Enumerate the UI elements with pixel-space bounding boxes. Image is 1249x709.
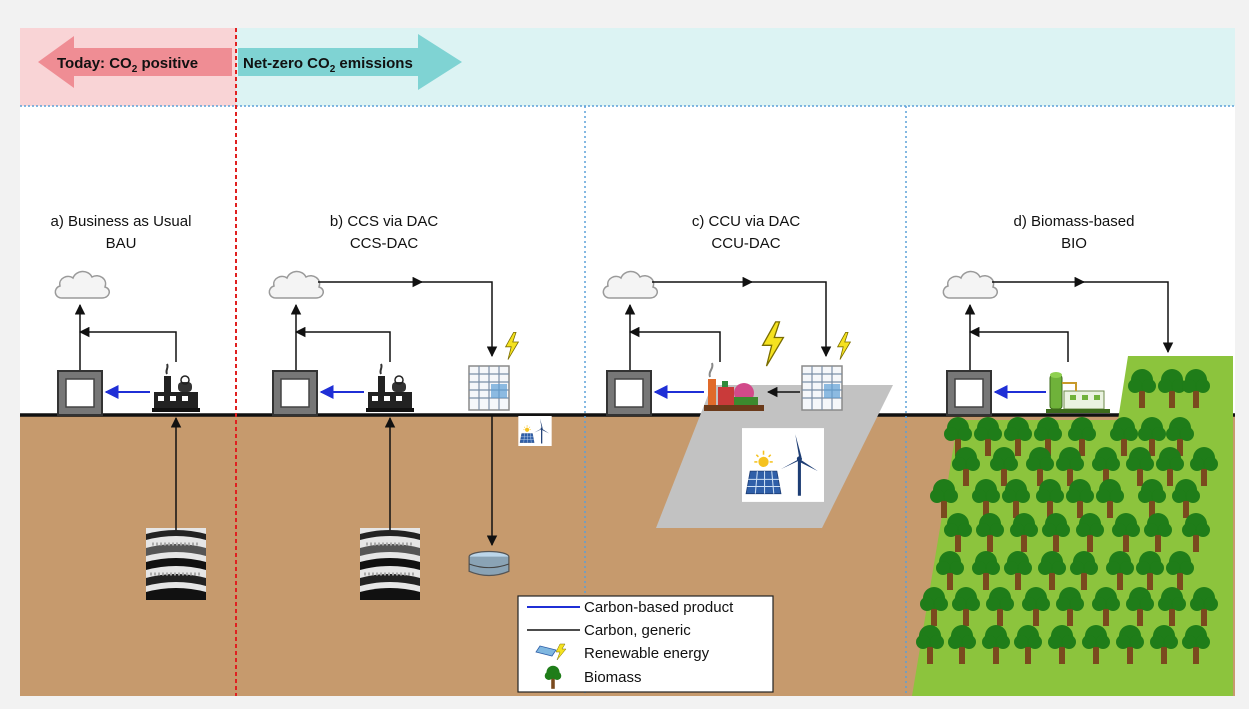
legend-item-carbon: Carbon, generic (527, 622, 691, 639)
panel-c (602, 270, 893, 528)
panel-b (268, 270, 552, 600)
panel-c-subtitle: CCU-DAC (711, 235, 780, 252)
panel-a (54, 270, 208, 600)
renewable-energy-icon (518, 416, 552, 446)
legend-label: Biomass (584, 669, 642, 686)
panel-d (912, 270, 1233, 696)
renewable-energy-icon (742, 428, 824, 502)
dac-capture-arrow (652, 281, 832, 358)
panel-title-a: a) Business as Usual BAU (51, 213, 192, 252)
panel-a-title: a) Business as Usual (51, 213, 192, 230)
product-box-icon (272, 370, 318, 416)
emission-arrow-1 (78, 326, 177, 362)
dac-unit-icon (468, 365, 510, 411)
photosynthesis-arrow (992, 281, 1174, 354)
product-box-icon (57, 370, 103, 416)
panel-b-subtitle: CCS-DAC (350, 235, 419, 252)
panel-title-d: d) Biomass-based BIO (1014, 213, 1135, 252)
today-label: Today: CO2 positive (57, 55, 198, 75)
legend-label: Carbon-based product (584, 599, 734, 616)
dac-capture-arrow (318, 281, 498, 358)
legend: Carbon-based product Carbon, generic Ren… (517, 595, 774, 693)
fossil-reservoir-icon (144, 528, 208, 600)
panel-a-subtitle: BAU (106, 235, 137, 252)
panel-d-subtitle: BIO (1061, 235, 1087, 252)
panel-d-title: d) Biomass-based (1014, 213, 1135, 230)
legend-item-biomass: Biomass (544, 665, 642, 689)
product-box-icon (606, 370, 652, 416)
emission-arrow-1 (294, 326, 391, 362)
timeline-banner: Today: CO2 positive Net-zero CO2 emissio… (20, 28, 1235, 107)
fossil-reservoir-icon (358, 528, 422, 600)
netzero-arrow (238, 34, 462, 90)
co2-storage-icon (468, 550, 510, 577)
dac-unit-icon (801, 365, 843, 411)
legend-item-product: Carbon-based product (527, 599, 734, 616)
emission-arrow-1 (968, 326, 1069, 362)
legend-item-renewable: Renewable energy (535, 643, 710, 662)
today-arrow (38, 36, 232, 88)
netzero-label: Net-zero CO2 emissions (243, 55, 413, 75)
panel-title-c: c) CCU via DAC CCU-DAC (692, 213, 801, 252)
renewable-energy-icon (535, 643, 567, 661)
legend-label: Carbon, generic (584, 622, 691, 639)
panel-b-title: b) CCS via DAC (330, 213, 439, 230)
legend-label: Renewable energy (584, 645, 710, 662)
panel-title-b: b) CCS via DAC CCS-DAC (330, 213, 439, 252)
product-box-icon (946, 370, 992, 416)
emission-arrow-1 (628, 326, 721, 362)
panel-c-title: c) CCU via DAC (692, 213, 801, 230)
